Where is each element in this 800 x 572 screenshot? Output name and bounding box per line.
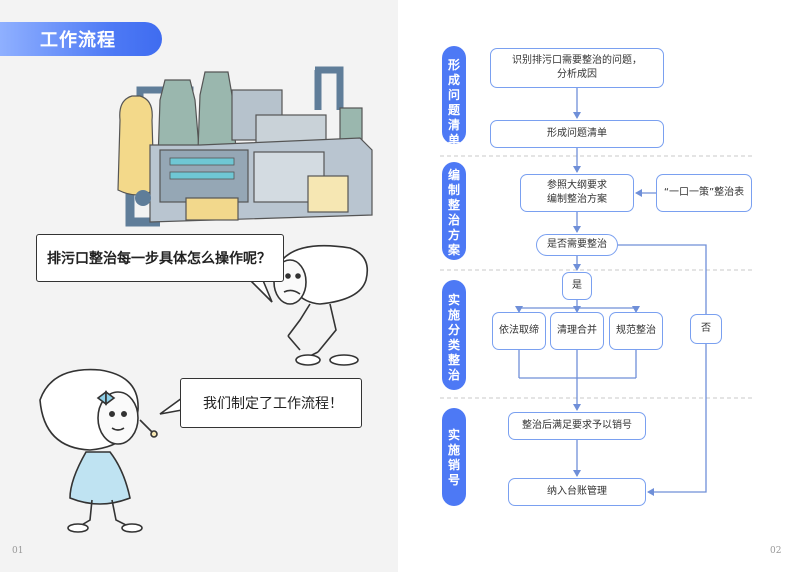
stage-label-char: 治 xyxy=(447,213,460,227)
stage-label-char: 制 xyxy=(447,183,460,197)
block-shape-2 xyxy=(307,175,349,213)
node-ban-by-law: 依法取缔 xyxy=(492,312,546,350)
title-banner: 工作流程 xyxy=(0,22,162,56)
stage-band-4: 实施销号 xyxy=(442,408,466,506)
answer-bubble: 我们制定了工作流程！ xyxy=(180,378,362,428)
stage-label-char: 号 xyxy=(447,473,460,487)
node-no: 否 xyxy=(690,314,722,344)
mascot-girl-character xyxy=(39,368,158,533)
stage-separators xyxy=(440,155,752,399)
left-page: 工作流程 xyxy=(0,0,398,572)
stage-label-char: 整 xyxy=(447,353,460,367)
stage-label-char: 成 xyxy=(447,73,460,87)
stage-band-2: 编制整治方案 xyxy=(442,162,466,260)
question-bubble: 排污口整治每一步具体怎么操作呢？ xyxy=(36,234,284,282)
node-standardize: 规范整治 xyxy=(609,312,663,350)
bubble-tail-2 xyxy=(159,397,183,415)
panel-stripe-1 xyxy=(169,157,235,166)
stage-label-char: 题 xyxy=(447,103,460,117)
node-clean-and-merge: 清理合并 xyxy=(550,312,604,350)
stage-band-3: 实施分类整治 xyxy=(442,280,466,390)
node-prepare-plan: 参照大纲要求 编制整治方案 xyxy=(520,174,634,212)
node-decision: 是否需要整治 xyxy=(536,234,618,256)
stage-label-char: 整 xyxy=(447,198,460,212)
node-yes: 是 xyxy=(562,272,592,300)
pipe-shape-2 xyxy=(315,66,344,110)
answer-text: 我们制定了工作流程！ xyxy=(203,396,343,412)
stage-band-1: 形成问题清单 xyxy=(442,46,466,147)
arrow-no-to-ledger xyxy=(647,344,707,496)
stage-label-char: 治 xyxy=(447,368,460,382)
stage-label-char: 分 xyxy=(447,323,460,337)
mascot-pipe-character xyxy=(273,244,369,366)
block-shape-1 xyxy=(185,197,239,221)
vent-shape xyxy=(255,114,327,144)
question-text: 排污口整治每一步具体怎么操作呢？ xyxy=(47,251,271,267)
node-form-problem-list: 形成问题清单 xyxy=(490,120,664,148)
stage-label-char: 编 xyxy=(447,168,460,182)
page-title: 工作流程 xyxy=(40,30,116,51)
stage-label-char: 方 xyxy=(447,228,460,242)
stage-label-char: 销 xyxy=(447,458,460,472)
pipe-joint xyxy=(135,190,151,206)
bottle-shape-1 xyxy=(117,95,155,196)
stage-label-char: 单 xyxy=(447,133,460,147)
stage-label-char: 实 xyxy=(447,293,460,307)
node-identify-problems: 识别排污口需要整治的问题， 分析成因 xyxy=(490,48,664,88)
bubble-tail-1 xyxy=(249,277,273,303)
stage-label-char: 施 xyxy=(447,308,460,322)
stage-label-char: 实 xyxy=(447,428,460,442)
stage-label-char: 问 xyxy=(447,88,460,102)
factory-illustration xyxy=(39,66,373,533)
stage-label-char: 类 xyxy=(447,338,460,352)
page-number-right: 02 xyxy=(770,546,782,556)
node-ledger-management: 纳入台账管理 xyxy=(508,478,646,506)
stage-label-char: 清 xyxy=(447,118,460,132)
stage-label-char: 施 xyxy=(447,443,460,457)
node-cancel-after-compliance: 整治后满足要求予以销号 xyxy=(508,412,646,440)
panel-stripe-2 xyxy=(169,171,235,180)
page-number-left: 01 xyxy=(12,546,24,556)
node-one-outlet-one-policy-table: “一口一策”整治表 xyxy=(656,174,752,212)
line-decision-to-no xyxy=(618,244,707,314)
right-page xyxy=(400,0,800,572)
stage-label-char: 案 xyxy=(447,243,460,257)
stage-label-char: 形 xyxy=(447,58,460,72)
